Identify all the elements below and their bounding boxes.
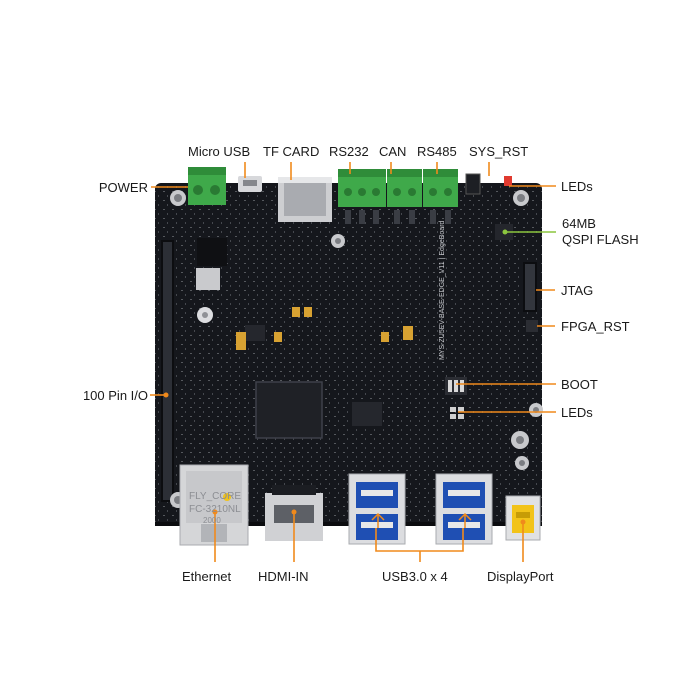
label-rs232: RS232 [329,144,369,159]
label-sys-rst: SYS_RST [469,144,529,159]
jtag-header [523,262,537,312]
label-100pin-io: 100 Pin I/O [82,388,148,403]
board-silkscreen-title: MYS-ZU5EV-BASE-EDGE_V11 | EdgeBoard [439,220,446,360]
label-fpga-rst: FPGA_RST [561,319,630,334]
rj45-code: 2000 [203,516,221,525]
label-boot: BOOT [561,377,598,392]
can-terminal [387,169,422,207]
rs232-terminal [338,169,386,207]
leader-lines [150,162,556,562]
sys-rst-button [465,173,481,195]
tf-card-slot [278,177,332,222]
label-leds-mid: LEDs [561,405,593,420]
usb-trident-icon [371,512,472,528]
label-leds-top: LEDs [561,179,593,194]
rj45-brand: FLY_CORE [189,491,241,502]
io-header-100pin [161,240,174,502]
label-can: CAN [379,144,407,159]
rj45-jack-icon [179,464,249,546]
label-hdmi-in: HDMI-IN [258,569,309,584]
usb3-port-left [348,473,406,545]
label-micro-usb: Micro USB [188,144,251,159]
label-flash-line1: 64MB [562,216,596,231]
fpga-rst-button [526,320,538,332]
main-soc [255,381,323,439]
label-ethernet: Ethernet [182,569,232,584]
usb3-port-right [435,473,493,545]
label-power: POWER [98,180,148,195]
boot-switch [445,377,467,395]
label-displayport: DisplayPort [487,569,554,584]
rj45-part: FC-3210NL [189,504,241,515]
power-terminal [188,167,226,205]
rs485-terminal [423,169,458,207]
label-flash-line2: QSPI FLASH [562,232,639,247]
status-leds [450,407,464,419]
top-led [504,176,512,186]
label-usb3: USB3.0 x 4 [382,569,448,584]
label-tf-card: TF CARD [263,144,320,159]
micro-usb-port [238,176,262,192]
label-rs485: RS485 [417,144,457,159]
label-jtag: JTAG [561,283,594,298]
